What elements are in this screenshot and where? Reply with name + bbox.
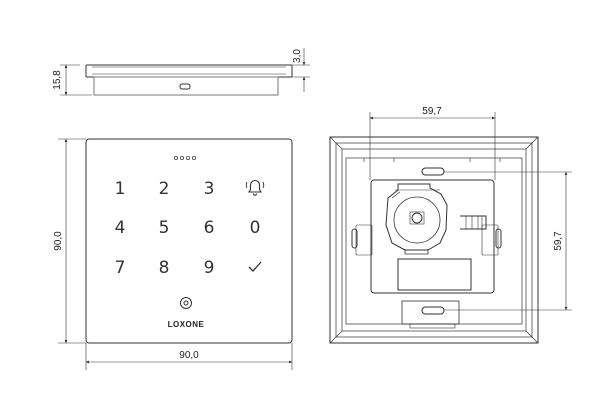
back-inner-module [370, 179, 495, 294]
key-0: 0 [250, 218, 261, 238]
dim-top-thickness: 3,0 [292, 49, 303, 63]
top-view [60, 48, 310, 96]
bell-icon [245, 179, 265, 196]
key-7: 7 [115, 258, 126, 278]
dim-front-width: 90,0 [179, 350, 199, 361]
top-view-port-icon [179, 83, 191, 90]
brand-logo-text: LOXONE [168, 320, 205, 329]
dim-back-height: 59,7 [553, 231, 564, 251]
key-1: 1 [115, 179, 126, 199]
back-view [329, 136, 539, 344]
key-9: 9 [204, 258, 215, 278]
battery-holder-icon [385, 183, 448, 255]
status-leds [173, 155, 196, 160]
key-8: 8 [159, 258, 170, 278]
front-dimension-lines [58, 138, 293, 370]
top-view-body [93, 76, 279, 96]
key-6: 6 [204, 218, 215, 238]
key-2: 2 [159, 179, 170, 199]
key-4: 4 [115, 218, 126, 238]
connector-icon [460, 215, 487, 230]
front-panel [85, 138, 293, 344]
check-icon [248, 261, 262, 272]
dim-front-height: 90,0 [53, 231, 64, 251]
nfc-icon [180, 297, 192, 309]
back-label-area [397, 258, 472, 291]
dim-top-height: 15,8 [52, 70, 63, 90]
dim-back-width: 59,7 [422, 106, 442, 117]
key-5: 5 [159, 218, 170, 238]
back-outer-frame [329, 136, 539, 344]
front-view: 1 2 3 4 5 6 0 7 8 9 LOXONE [85, 138, 293, 344]
key-3: 3 [204, 179, 215, 199]
back-dimension-lines [369, 112, 572, 311]
